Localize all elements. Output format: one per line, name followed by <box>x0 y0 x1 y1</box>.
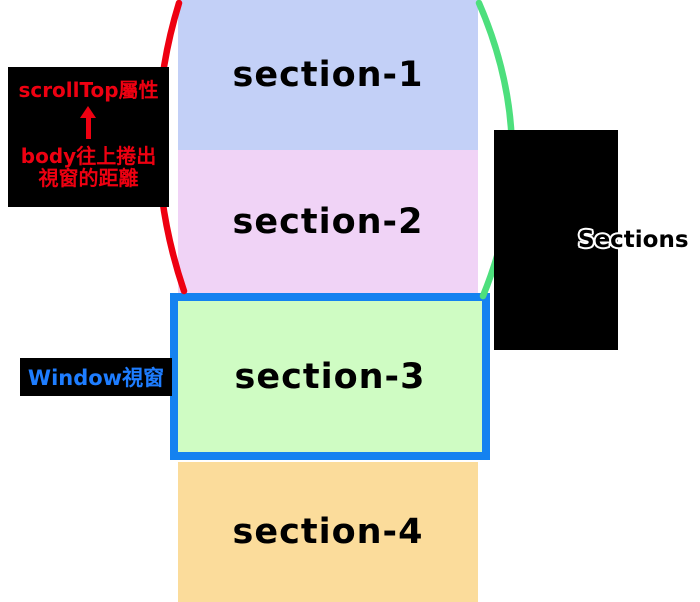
section-4-label: section-4 <box>232 512 424 552</box>
window-viewport-box: section-3 <box>170 293 490 460</box>
window-viewport-label-box: Window視窗 <box>20 358 172 396</box>
scrolltop-desc-line-2: 視窗的距離 <box>38 166 139 190</box>
section-2-box: section-2 <box>178 150 478 293</box>
sections-annotation-box: Sections <box>494 130 689 350</box>
scrolltop-title: scrollTop屬性 <box>18 78 159 102</box>
scrolltop-annotation-box: scrollTop屬性 body往上捲出 視窗的距離 <box>8 67 169 207</box>
section-3-label: section-3 <box>234 356 426 397</box>
up-arrow-icon <box>80 106 96 139</box>
section-4-box: section-4 <box>178 462 478 602</box>
section-2-label: section-2 <box>232 201 424 242</box>
sections-group-label: Sections <box>578 227 689 253</box>
window-viewport-label: Window視窗 <box>27 366 165 390</box>
section-1-label: section-1 <box>232 55 424 95</box>
scrolltop-desc-line-1: body往上捲出 <box>20 144 157 168</box>
section-1-box: section-1 <box>178 0 478 150</box>
